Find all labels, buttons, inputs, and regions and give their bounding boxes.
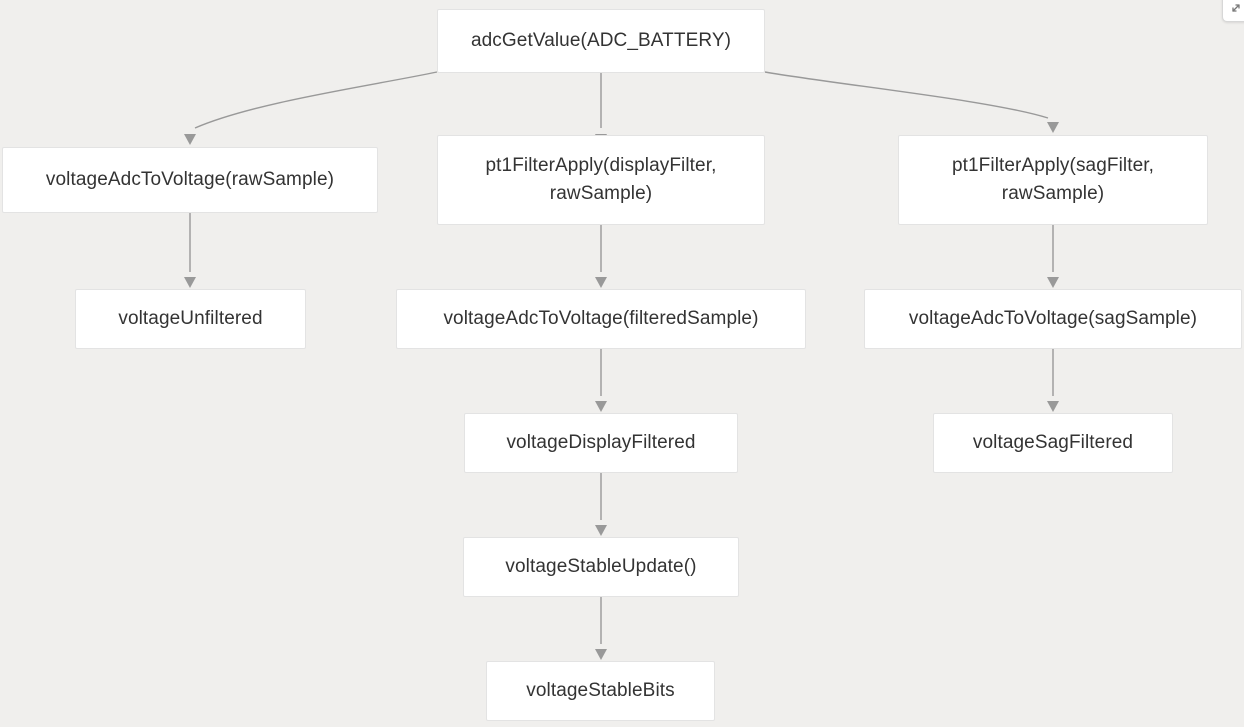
flow-node-stablebits[interactable]: voltageStableBits: [486, 661, 715, 721]
edge-arrowhead: [184, 134, 196, 145]
flow-edge-adc-to-sagfilter: [764, 71, 1059, 133]
flow-node-sagconv[interactable]: voltageAdcToVoltage(sagSample): [864, 289, 1242, 349]
flow-node-unfiltered[interactable]: voltageUnfiltered: [75, 289, 306, 349]
edge-arrowhead: [595, 525, 607, 536]
flow-node-filteredconv[interactable]: voltageAdcToVoltage(filteredSample): [396, 289, 806, 349]
edge-arrowhead: [184, 277, 196, 288]
flow-node-label: voltageStableBits: [526, 680, 675, 701]
flow-node-adc[interactable]: adcGetValue(ADC_BATTERY): [437, 9, 765, 73]
edge-arrowhead: [1047, 122, 1059, 133]
flow-node-label: voltageSagFiltered: [972, 432, 1134, 453]
flow-edge-adc-to-rawconv: [184, 71, 438, 145]
flow-node-displayfilter[interactable]: pt1FilterApply(displayFilter, rawSample): [437, 135, 765, 225]
flow-edge-sagconv-to-sagfiltered: [1047, 349, 1059, 412]
edge-arrowhead: [595, 277, 607, 288]
expand-diagonal-icon: [1232, 4, 1240, 12]
flow-edge-displayfiltered-to-stableupdate: [595, 473, 607, 536]
flow-edge-filteredconv-to-displayfiltered: [595, 349, 607, 412]
flow-node-label: voltageStableUpdate(): [505, 556, 697, 577]
flow-node-displayfiltered[interactable]: voltageDisplayFiltered: [464, 413, 738, 473]
edge-arrowhead: [1047, 401, 1059, 412]
flow-node-label: adcGetValue(ADC_BATTERY): [470, 30, 732, 51]
flow-node-label: voltageDisplayFiltered: [506, 432, 696, 453]
flow-node-label: voltageAdcToVoltage(sagSample): [908, 308, 1198, 329]
flow-edge-displayfilter-to-filteredconv: [595, 225, 607, 288]
expand-diagonal-icon-button[interactable]: [1222, 0, 1244, 22]
flow-node-label: voltageAdcToVoltage(rawSample): [45, 169, 335, 190]
flow-node-stableupdate[interactable]: voltageStableUpdate(): [463, 537, 739, 597]
flow-edge-stableupdate-to-stablebits: [595, 597, 607, 660]
flow-node-sagfiltered[interactable]: voltageSagFiltered: [933, 413, 1173, 473]
flow-node-rawconv[interactable]: voltageAdcToVoltage(rawSample): [2, 147, 378, 213]
flow-node-label: pt1FilterApply(sagFilter, rawSample): [951, 155, 1155, 204]
flow-edge-sagfilter-to-sagconv: [1047, 225, 1059, 288]
flow-node-label: voltageAdcToVoltage(filteredSample): [443, 308, 759, 329]
edge-arrowhead: [595, 401, 607, 412]
edge-arrowhead: [595, 649, 607, 660]
edge-arrowhead: [1047, 277, 1059, 288]
flow-node-sagfilter[interactable]: pt1FilterApply(sagFilter, rawSample): [898, 135, 1208, 225]
flow-node-label: voltageUnfiltered: [118, 308, 263, 329]
flow-edge-rawconv-to-unfiltered: [184, 213, 196, 288]
flow-node-label: pt1FilterApply(displayFilter, rawSample): [485, 155, 717, 204]
